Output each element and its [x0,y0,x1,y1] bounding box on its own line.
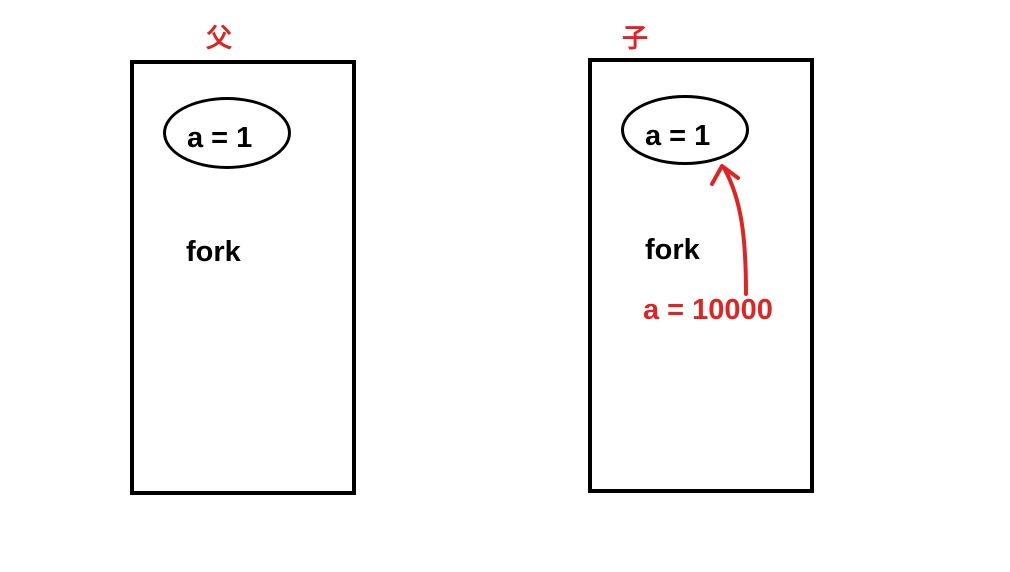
child-variable-ellipse [621,95,749,165]
modify-arrow-head [710,164,740,186]
parent-process-title: 父 [206,24,233,54]
parent-variable-label: a = 1 [187,122,253,154]
child-variable-label: a = 1 [645,120,711,152]
parent-fork-label: fork [186,236,241,268]
parent-variable-ellipse [163,97,291,169]
child-process-title: 子 [622,24,649,54]
modify-arrow-shaft [722,166,748,296]
child-fork-label: fork [645,234,700,266]
child-assignment-label: a = 10000 [643,294,773,326]
